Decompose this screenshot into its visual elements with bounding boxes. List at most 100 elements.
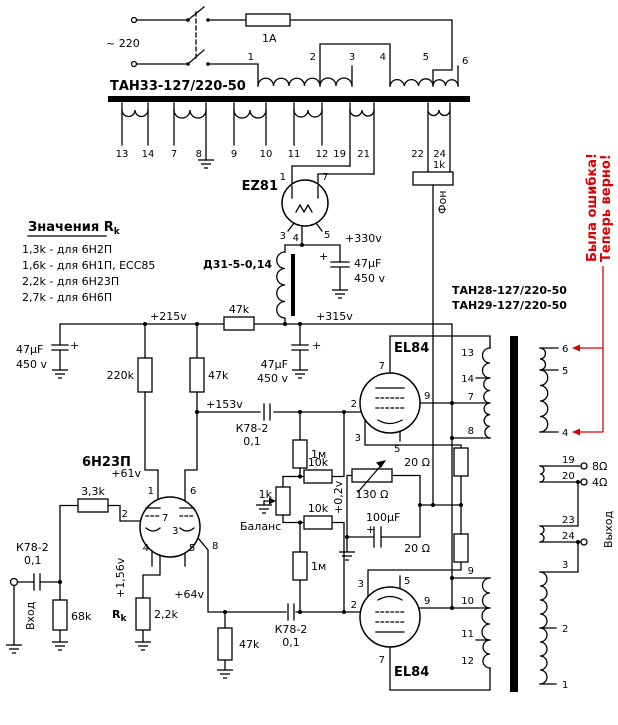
choke-core [291, 254, 295, 316]
driver-stage: 220k 47k +61v +153v 6Н23П 1 6 2 7 3 4 5 … [5, 357, 362, 679]
secondary-terminal-14: 14 [142, 149, 155, 160]
opt-core [510, 336, 518, 692]
cathode-junction-wires [419, 475, 462, 535]
primary-terminal-2: 2 [310, 52, 316, 63]
mains-feed-wires [207, 19, 453, 87]
note-line-1: Была ошибка! [585, 153, 600, 262]
ground-symbol [5, 644, 23, 654]
cap-value: 47µF [261, 358, 288, 371]
cap-value: 47µF [354, 257, 381, 270]
filter-cap-315: + 47µF 450 v [257, 339, 321, 385]
plus-sign: + [319, 250, 328, 263]
coupling-cap-bot-value: 0,1 [282, 636, 300, 649]
plus-sign: + [366, 523, 375, 536]
secondary-terminal-13: 13 [116, 149, 129, 160]
opt1-secondary-winding [539, 347, 549, 433]
resistor-220k-value: 220k [107, 369, 135, 382]
primary-terminal-4: 4 [380, 52, 386, 63]
out-terminal-19: 19 [562, 455, 575, 466]
note-arrow-terminal-4 [572, 428, 580, 436]
el84-top-pin-3: 3 [355, 433, 361, 444]
rk-value: 2,2k [154, 608, 178, 621]
note-pointer-lines [580, 266, 604, 433]
primary-terminal-3: 3 [349, 52, 355, 63]
plus-sign: + [70, 339, 79, 352]
speaker-terminal-4ohm [580, 478, 588, 486]
input-jack [9, 577, 19, 587]
filter-choke: Д31-5-0,14 [203, 251, 295, 325]
resistor-1m-bot-symbol [292, 551, 308, 581]
6n23p-envelope [139, 496, 201, 558]
power-transformer-name: ТАН33-127/220-50 [110, 79, 246, 94]
el84-bot-wires [367, 561, 491, 691]
mains-voltage-label: ~ 220 [106, 37, 140, 50]
v64-label: +64v [174, 588, 204, 601]
correction-note: Была ошибка! Теперь верно! [572, 153, 614, 436]
opt-right-taps [539, 347, 582, 685]
secondary-terminal-10: 10 [260, 149, 273, 160]
grid-wire [107, 504, 141, 522]
rectifier-output-wires [284, 222, 341, 263]
hum-pot-symbol [412, 171, 454, 186]
v330-label: +330v [345, 232, 382, 245]
opt1-terminal-4: 4 [562, 428, 568, 439]
input-cap-value: 0,1 [24, 554, 42, 567]
ez81-pin-3: 3 [280, 231, 286, 242]
el84-top-pin-9: 9 [424, 391, 430, 402]
primary-terminal-5: 5 [423, 52, 429, 63]
resistor-68k-value: 68k [71, 610, 92, 623]
el84-top-cathode [377, 419, 403, 425]
ez81-envelope [281, 179, 329, 227]
el84-top-pin-7: 7 [379, 361, 385, 372]
output-stage: EL84 7 2 9 3 5 EL84 3 5 2 9 7 20 Ω 20 Ω … [338, 335, 491, 691]
input-wires [13, 504, 79, 646]
opt2-terminal-10: 10 [461, 596, 474, 607]
output-label: Выход [602, 511, 615, 548]
coupling-network: К78-2 0,1 1м 10k 1k Баланс 10k 1м +0,2v [196, 403, 362, 613]
resistor-47k-plate-symbol [189, 357, 205, 393]
bias-network-wires [346, 474, 421, 553]
rectifier-section: EZ81 1 7 3 4 5 +330v + 47µF 450 v Д31-5-… [203, 165, 385, 325]
opt1-terminal-13: 13 [461, 348, 474, 359]
resistor-47k-dropper [223, 316, 255, 331]
legend-row-1: 1,3k - для 6Н2П [22, 243, 112, 256]
output-transformers: ТАН28-127/220-50 ТАН29-127/220-50 13 14 … [451, 284, 615, 692]
rk-name-sub: k [120, 614, 127, 624]
choke-label: Д31-5-0,14 [203, 258, 272, 271]
resistor-rk-symbol [135, 597, 151, 631]
el84-bot-pin-9: 9 [424, 596, 430, 607]
opt2-terminal-1: 1 [562, 680, 568, 691]
secondary-terminal-9: 9 [231, 149, 237, 160]
cap-voltage: 450 v [16, 358, 47, 371]
cap-100uf-value: 100µF [366, 511, 400, 524]
ez81-pin-1: 1 [280, 172, 286, 183]
resistor-3k3-symbol [77, 498, 109, 513]
power-transformer: ТАН33-127/220-50 1 2 3 4 5 6 13 14 7 8 9… [108, 43, 470, 506]
resistor-130ohm-arrow-line [357, 461, 385, 493]
6n23p-label: 6Н23П [82, 455, 131, 470]
fuse-symbol [245, 13, 291, 27]
ez81-internals [291, 185, 319, 214]
plate-wires [144, 391, 198, 502]
ground-symbol [51, 641, 69, 651]
ground-symbol [197, 159, 215, 169]
cap-symbol [291, 344, 309, 371]
cap-voltage: 450 v [257, 372, 288, 385]
rk-legend: Значения Rk 1,3k - для 6Н2П 1,6k - для 6… [22, 220, 155, 304]
rail-wires [59, 323, 453, 609]
6n23p-pin-7: 7 [162, 513, 168, 524]
legend-row-4: 2,7k - для 6Н6П [22, 291, 112, 304]
ground-symbol [51, 369, 69, 379]
transformer-core [108, 96, 470, 102]
aux-winding [427, 102, 451, 173]
resistor-10k-top-symbol [303, 469, 333, 484]
resistor-10k-bot-symbol [303, 515, 333, 530]
secondary-terminal-11: 11 [288, 149, 301, 160]
resistor-220k-symbol [137, 357, 153, 393]
cap-value: 47µF [16, 343, 43, 356]
opt1-terminal-5: 5 [562, 366, 568, 377]
opt2-terminal-2: 2 [562, 624, 568, 635]
fuse-label: 1А [262, 32, 277, 45]
